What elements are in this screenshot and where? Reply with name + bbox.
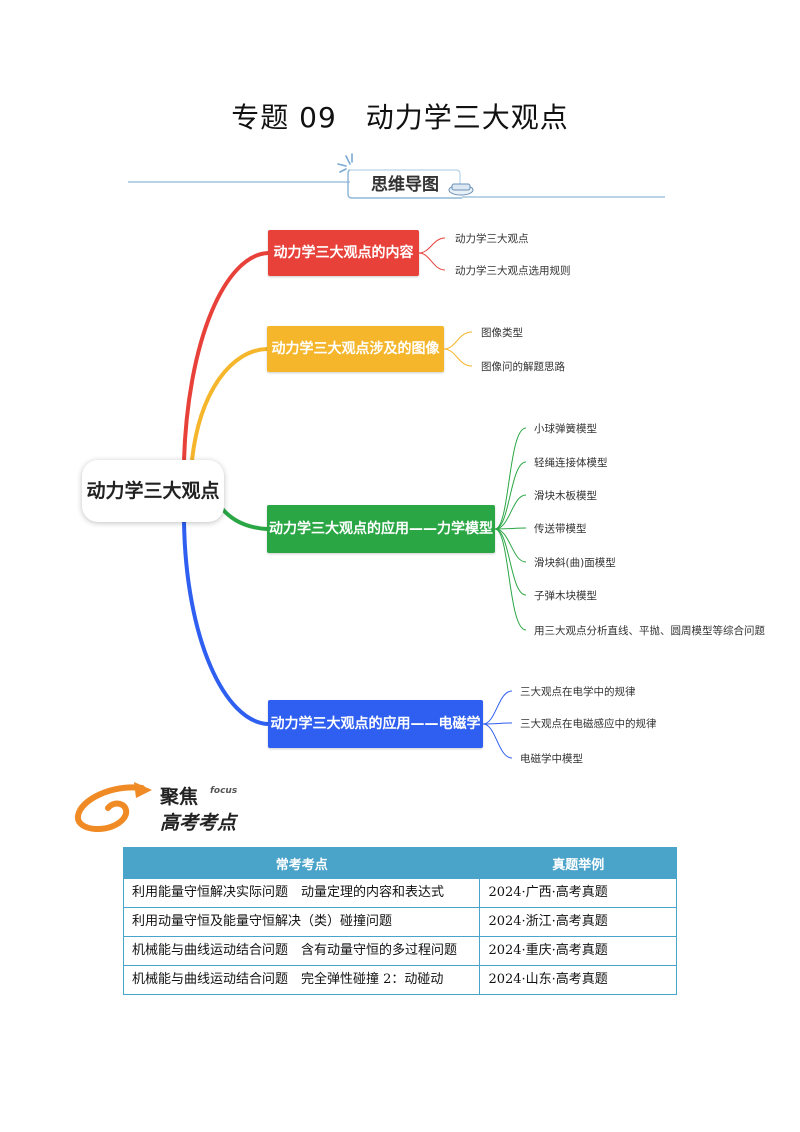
leaf-node: 子弹木块模型 (534, 590, 597, 602)
mindmap-header: 思维导图 (0, 150, 800, 200)
leaf-node: 图像类型 (481, 327, 523, 339)
exam-points-table: 常考考点 真题举例 利用能量守恒解决实际问题 动量定理的内容和表达式 2024·… (122, 847, 677, 995)
branch-electromagnetism: 动力学三大观点的应用——电磁学 (268, 700, 483, 748)
topic-cell: 利用能量守恒解决实际问题 动量定理的内容和表达式 (122, 878, 481, 908)
leaf-node: 三大观点在电学中的规律 (520, 686, 636, 698)
table-header-row: 常考考点 真题举例 (122, 847, 677, 879)
header-example: 真题举例 (479, 847, 677, 879)
focus-tag: focus (210, 786, 238, 796)
example-cell: 2024·浙江·高考真题 (479, 907, 677, 937)
leaf-node: 小球弹簧模型 (534, 423, 597, 435)
leaf-node: 电磁学中模型 (520, 753, 583, 765)
cake-icon (448, 183, 474, 196)
sparkle-icon (337, 153, 353, 173)
topic-cell: 利用动量守恒及能量守恒解决（类）碰撞问题 (122, 907, 481, 937)
table-row: 机械能与曲线运动结合问题 完全弹性碰撞 2：动碰动 2024·山东·高考真题 (122, 965, 677, 995)
table-row: 机械能与曲线运动结合问题 含有动量守恒的多过程问题 2024·重庆·高考真题 (122, 936, 677, 966)
header-topic: 常考考点 (122, 847, 481, 879)
table-row: 利用能量守恒解决实际问题 动量定理的内容和表达式 2024·广西·高考真题 (122, 878, 677, 908)
topic-cell: 机械能与曲线运动结合问题 含有动量守恒的多过程问题 (122, 936, 481, 966)
leaf-node: 用三大观点分析直线、平抛、圆周模型等综合问题 (534, 625, 765, 637)
focus-title: 聚焦 (160, 786, 199, 808)
leaf-node: 轻绳连接体模型 (534, 457, 608, 469)
table-row: 利用动量守恒及能量守恒解决（类）碰撞问题 2024·浙江·高考真题 (122, 907, 677, 937)
leaf-node: 图像问的解题思路 (481, 361, 565, 373)
header-decoration (128, 153, 665, 199)
leaf-node: 动力学三大观点 (455, 233, 529, 245)
mindmap-header-label: 思维导图 (371, 175, 439, 195)
example-cell: 2024·广西·高考真题 (479, 878, 677, 908)
mindmap-connectors (182, 237, 527, 759)
focus-section: 聚焦 focus 高考考点 (72, 780, 272, 840)
arrow-swirl-icon (75, 782, 152, 833)
topic-cell: 机械能与曲线运动结合问题 完全弹性碰撞 2：动碰动 (122, 965, 481, 995)
branch-mechanics-models: 动力学三大观点的应用——力学模型 (267, 505, 495, 553)
leaf-node: 滑块斜(曲)面模型 (534, 557, 616, 569)
page-title: 专题 09 动力学三大观点 (231, 101, 569, 134)
example-cell: 2024·山东·高考真题 (479, 965, 677, 995)
leaf-node: 传送带模型 (534, 523, 587, 535)
mindmap-root-node: 动力学三大观点 (82, 460, 224, 522)
leaf-node: 滑块木板模型 (534, 490, 597, 502)
mindmap: 动力学三大观点 动力学三大观点的内容 动力学三大观点 动力学三大观点选用规则 动… (0, 210, 800, 770)
example-cell: 2024·重庆·高考真题 (479, 936, 677, 966)
leaf-node: 动力学三大观点选用规则 (455, 265, 571, 277)
focus-subtitle: 高考考点 (160, 812, 237, 834)
branch-content: 动力学三大观点的内容 (268, 230, 419, 276)
branch-graphs: 动力学三大观点涉及的图像 (267, 326, 444, 372)
leaf-node: 三大观点在电磁感应中的规律 (520, 718, 657, 730)
